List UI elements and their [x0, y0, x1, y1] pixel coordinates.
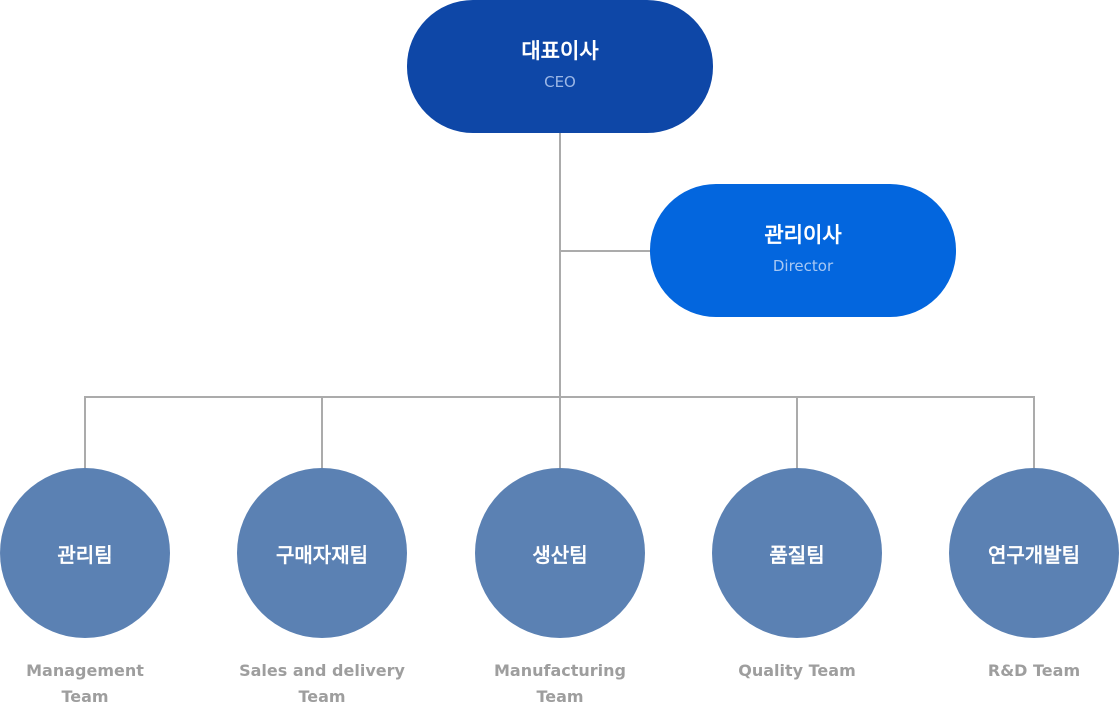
ceo-title: 대표이사	[521, 38, 599, 63]
team-label-line: Management	[26, 661, 144, 680]
director-subtitle: Director	[772, 256, 834, 275]
team-title: 생산팀	[532, 542, 588, 567]
team-label-line: Sales and delivery	[239, 661, 405, 680]
connector-ceo-trunk	[559, 132, 561, 398]
team-node-quality: 품질팀	[712, 468, 882, 638]
team-label-line: Team	[61, 687, 109, 706]
team-node-rnd: 연구개발팀	[949, 468, 1119, 638]
team-label-line: Manufacturing	[494, 661, 626, 680]
team-title: 품질팀	[769, 542, 825, 567]
team-node-purchasing: 구매자재팀	[237, 468, 407, 638]
ceo-node: 대표이사 CEO	[407, 0, 713, 133]
connector-team-1	[84, 396, 86, 469]
team-title: 관리팀	[57, 542, 113, 567]
team-title: 구매자재팀	[276, 542, 368, 567]
team-label-line: Quality Team	[738, 661, 856, 680]
team-label-quality: Quality Team	[697, 658, 897, 684]
team-label-line: Team	[298, 687, 346, 706]
connector-team-5	[1033, 396, 1035, 469]
team-label-rnd: R&D Team	[934, 658, 1119, 684]
team-node-management: 관리팀	[0, 468, 170, 638]
team-label-line: R&D Team	[987, 661, 1081, 680]
team-label-line: Team	[536, 687, 584, 706]
connector-team-2	[321, 396, 323, 469]
ceo-subtitle: CEO	[544, 72, 576, 91]
connector-team-3	[559, 396, 561, 469]
director-title: 관리이사	[764, 222, 842, 247]
connector-team-4	[796, 396, 798, 469]
connector-director	[560, 250, 652, 252]
team-node-production: 생산팀	[475, 468, 645, 638]
team-title: 연구개발팀	[988, 542, 1080, 567]
director-node: 관리이사 Director	[650, 184, 956, 317]
